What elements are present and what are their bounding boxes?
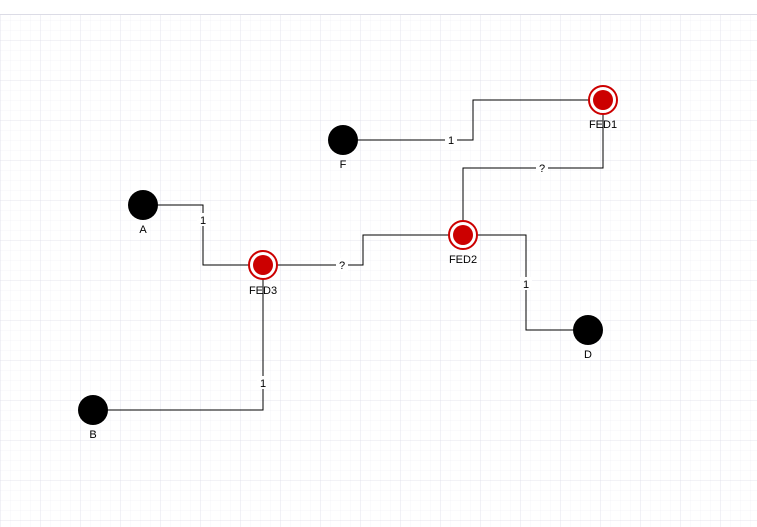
top-bar [0,0,757,15]
fed-node-icon [453,225,473,245]
plain-node-icon [328,125,358,155]
plain-node-icon [128,190,158,220]
edge-fed3-fed2[interactable]: ? [263,234,463,272]
node-label: F [340,159,347,171]
edge-a-fed3[interactable]: 1 [143,204,263,266]
edge-b-fed3[interactable]: 1 [93,265,269,411]
edge-line [343,99,603,141]
edge-line [462,100,604,235]
node-f[interactable]: F [328,125,358,171]
plain-node-icon [573,315,603,345]
edge-line [93,265,264,411]
fed-node-icon [253,255,273,275]
edge-label: ? [339,260,345,272]
edge-label: ? [539,163,545,175]
nodes: F FED1 A FED3 FED2 D [78,85,618,441]
node-fed1[interactable]: FED1 [588,85,618,131]
node-label: B [89,429,96,441]
node-fed2[interactable]: FED2 [448,220,478,266]
node-d[interactable]: D [573,315,603,361]
edges: 1 ? 1 ? 1 1 [93,99,604,411]
node-label: D [584,349,592,361]
node-label: FED3 [249,285,277,297]
node-label: FED2 [449,254,477,266]
edge-label: 1 [523,279,529,291]
plain-node-icon [78,395,108,425]
edge-fed2-fed1[interactable]: ? [462,100,604,235]
edge-label: 1 [260,378,266,390]
grid-background [0,15,757,527]
fed-node-icon [593,90,613,110]
edge-f-fed1[interactable]: 1 [343,99,603,147]
edge-label: 1 [200,215,206,227]
node-fed3[interactable]: FED3 [248,250,278,297]
node-label: A [139,224,147,236]
node-a[interactable]: A [128,190,158,236]
edge-label: 1 [448,135,454,147]
edge-line [143,204,263,266]
node-label: FED1 [589,119,617,131]
edge-fed2-d[interactable]: 1 [463,234,588,331]
edge-line [263,234,463,266]
node-b[interactable]: B [78,395,108,441]
